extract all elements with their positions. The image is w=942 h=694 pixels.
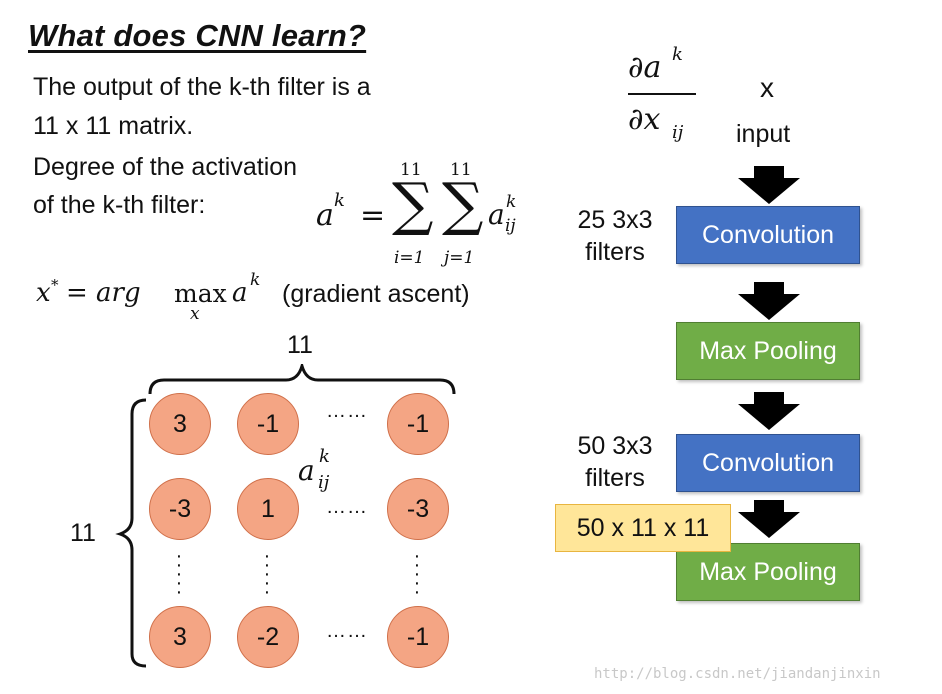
argmax-max-sub: x	[190, 304, 200, 324]
top-brace	[148, 364, 456, 395]
sum-upper-i: 11	[400, 160, 422, 180]
max-pooling-block-2: Max Pooling	[676, 543, 860, 601]
left-brace	[115, 398, 147, 668]
arrow-down-icon	[738, 392, 800, 430]
neuron-r2-c1: -3	[149, 478, 211, 540]
argmax-lhs-sup: *	[51, 276, 59, 294]
arrow-down-icon	[738, 500, 800, 538]
col2-vdots: ·····	[263, 545, 271, 603]
argmax-rhs-sup: k	[250, 270, 261, 290]
formula-term-sub: ij	[505, 216, 516, 236]
row11-hdots: ……	[326, 620, 368, 642]
derivative-numerator-sup: k	[672, 44, 683, 65]
fraction-bar	[628, 93, 696, 95]
matrix-height-label: 11	[70, 519, 96, 547]
output-size-badge: 50 x 11 x 11	[555, 504, 731, 552]
derivative-denominator-sub: ij	[672, 122, 684, 143]
intro-text: The output of the k-th filter is a 11 x …	[33, 68, 371, 146]
row1-hdots: ……	[326, 400, 368, 422]
element-a: a	[298, 454, 315, 487]
sum-symbol-i: ∑	[392, 170, 434, 238]
neuron-r2-c11: -3	[387, 478, 449, 540]
formula-term-sup: k	[506, 192, 517, 212]
sum-upper-j: 11	[450, 160, 472, 180]
argmax-formula: x * = arg max x a k (gradient ascent)	[36, 270, 516, 326]
neuron-r1-c11: -1	[387, 393, 449, 455]
filters-1-count: 25 3x3	[577, 206, 653, 234]
argmax-rhs: a	[232, 278, 248, 308]
derivative-formula: ∂a k ∂x ij	[628, 44, 708, 148]
input-label: input	[736, 120, 791, 148]
neuron-r11-c1: 3	[149, 606, 211, 668]
filters-2-count: 50 3x3	[577, 432, 653, 460]
neuron-matrix: 3 -1 …… -1 -3 1 …… -3 ····· ····· ····· …	[148, 392, 458, 682]
formula-lhs-sup: k	[334, 190, 345, 211]
intro-line-4: of the k-th filter:	[33, 191, 206, 219]
neuron-r2-c2: 1	[237, 478, 299, 540]
row2-hdots: ……	[326, 496, 368, 518]
neuron-r11-c11: -1	[387, 606, 449, 668]
max-pooling-block-1: Max Pooling	[676, 322, 860, 380]
derivative-numerator: ∂a	[628, 50, 662, 85]
sum-lower-j: j=1	[444, 248, 475, 268]
convolution-block-1: Convolution	[676, 206, 860, 264]
argmax-lhs: x	[36, 278, 51, 308]
matrix-width-label: 11	[287, 331, 313, 359]
filters-label-1: 25 3x3 filters	[560, 204, 670, 268]
argmax-max: max	[174, 279, 227, 308]
col11-vdots: ·····	[413, 545, 421, 603]
watermark: http://blog.csdn.net/jiandanjinxin	[594, 666, 881, 682]
convolution-block-2: Convolution	[676, 434, 860, 492]
intro-line-3: Degree of the activation	[33, 153, 298, 181]
sum-symbol-j: ∑	[442, 170, 484, 238]
neuron-r11-c2: -2	[237, 606, 299, 668]
page-title: What does CNN learn?	[28, 18, 367, 53]
neuron-r1-c1: 3	[149, 393, 211, 455]
formula-lhs: a	[316, 198, 334, 233]
gradient-ascent-note: (gradient ascent)	[282, 280, 470, 308]
derivative-denominator: ∂x	[628, 102, 661, 137]
matrix-element-label: a k ij	[298, 446, 358, 498]
activation-formula: a k = 11 ∑ i=1 11 ∑ j=1 a k ij	[316, 158, 546, 273]
intro-line-2: 11 x 11 matrix.	[33, 112, 194, 140]
filters-1-word: filters	[585, 238, 645, 266]
formula-term: a	[488, 198, 505, 231]
filters-label-2: 50 3x3 filters	[560, 430, 670, 494]
input-symbol: x	[760, 72, 774, 103]
col1-vdots: ·····	[175, 545, 183, 603]
sum-lower-i: i=1	[394, 248, 425, 268]
filters-2-word: filters	[585, 464, 645, 492]
formula-equals: =	[360, 198, 386, 233]
element-sup: k	[319, 446, 330, 467]
arrow-down-icon	[738, 282, 800, 320]
intro-line-1: The output of the k-th filter is a	[33, 73, 371, 101]
activation-text: Degree of the activation of the k-th fil…	[33, 148, 297, 224]
argmax-arg: = arg	[66, 278, 141, 308]
arrow-down-icon	[738, 166, 800, 204]
neuron-r1-c2: -1	[237, 393, 299, 455]
element-sub: ij	[318, 472, 330, 493]
